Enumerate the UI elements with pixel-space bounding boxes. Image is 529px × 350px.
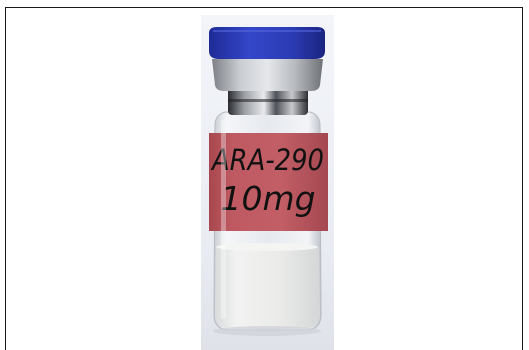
vial-photo: ARA-290 10mg [201,15,334,350]
vial-label [209,133,328,231]
vial-illustration: ARA-290 10mg [201,15,334,350]
vial-cap [209,27,325,59]
vial-crimp-seal [212,59,323,91]
vial-powder [215,244,320,328]
label-dose: 10mg [220,179,315,218]
powder-surface [216,243,318,251]
label-product-name: ARA-290 [210,143,324,177]
vial-base-shadow [213,326,321,336]
